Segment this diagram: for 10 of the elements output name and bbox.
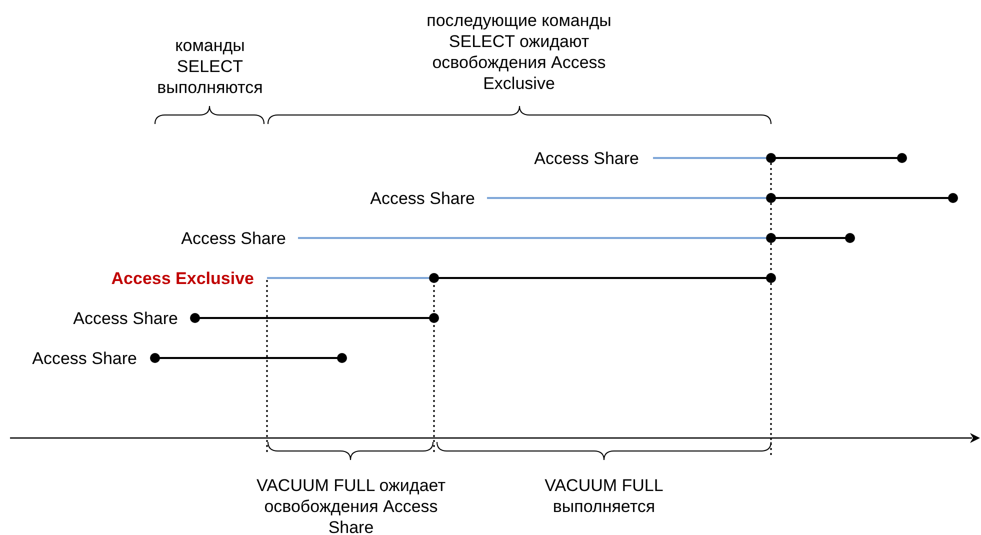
row-label: Access Share	[534, 148, 639, 169]
brace-caption: VACUUM FULL выполняется	[544, 475, 664, 517]
row-label: Access Share	[370, 188, 475, 209]
row-label: Access Share	[73, 308, 178, 329]
brace-caption: VACUUM FULL ожидает освобождения Access Share	[256, 475, 446, 535]
brace-caption: последующие команды SELECT ожидают освобождения Access Exclusive	[426, 10, 612, 94]
row-label: Access Share	[32, 348, 137, 369]
row-label: Access Share	[181, 228, 286, 249]
row-label-emphasis: Access Exclusive	[111, 268, 254, 289]
brace-caption: команды SELECT выполняются	[156, 35, 264, 98]
